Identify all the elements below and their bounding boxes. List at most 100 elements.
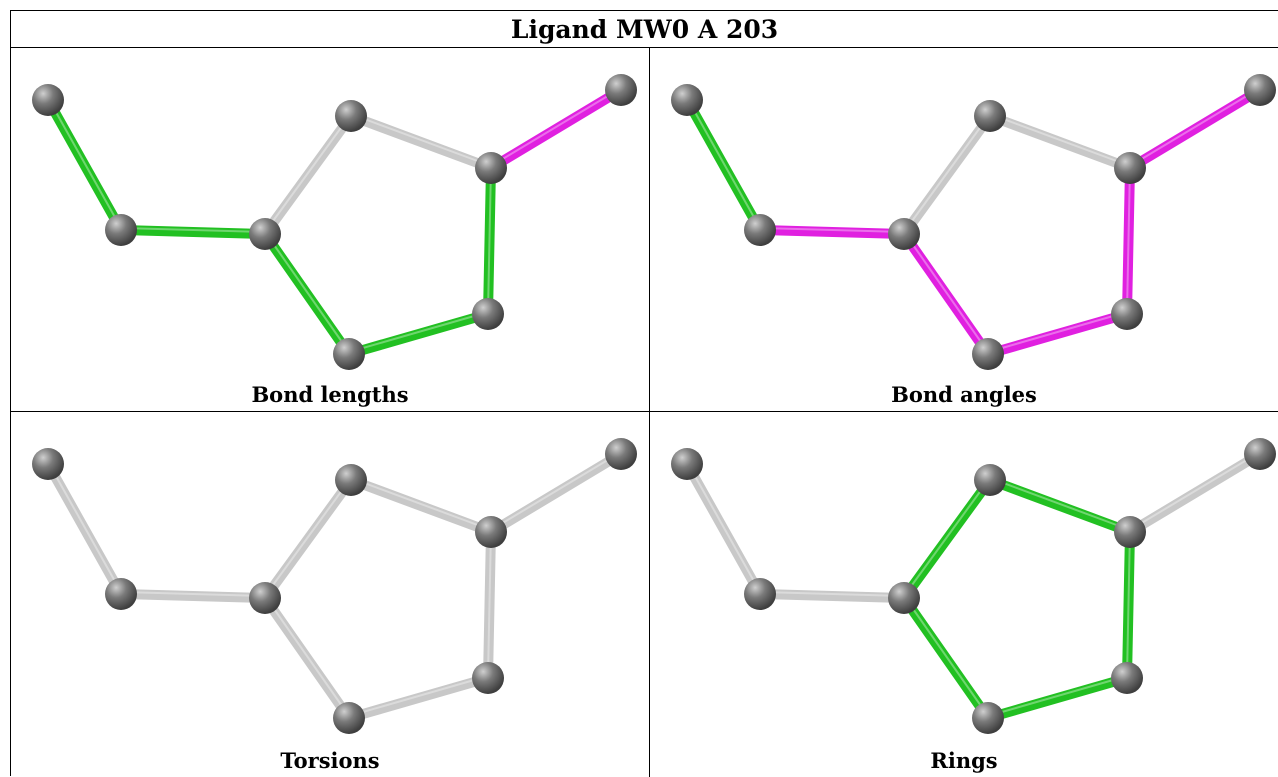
atom-0 [32, 84, 64, 116]
bond-highlight [1126, 529, 1131, 677]
bond-highlight [1126, 165, 1131, 313]
bond-1-2 [755, 225, 909, 239]
bond-1-2 [116, 589, 270, 603]
molecule-diagram [32, 74, 637, 370]
bond-highlight [759, 227, 905, 233]
bond-6-7 [344, 673, 493, 723]
atom-2 [249, 218, 281, 250]
bond-highlight [989, 113, 1131, 167]
bond-highlight [120, 591, 266, 597]
molecule-diagram [32, 438, 637, 734]
panel-caption: Bond angles [891, 382, 1037, 407]
atom-6 [1111, 298, 1143, 330]
bond-0-1 [682, 95, 765, 235]
bond-0-1 [682, 459, 765, 599]
bond-2-3 [899, 111, 995, 239]
bond-6-7 [983, 673, 1132, 723]
bond-highlight [903, 231, 989, 353]
atom-5 [1244, 74, 1276, 106]
panel-caption: Rings [930, 748, 998, 773]
bond-highlight [348, 675, 489, 717]
bond-highlight [264, 477, 352, 597]
bond-4-6 [483, 527, 496, 683]
bond-4-6 [1122, 163, 1135, 319]
bond-7-2 [260, 593, 354, 723]
panel-caption: Torsions [280, 748, 380, 773]
bond-0-1 [43, 459, 126, 599]
molecule-diagram [671, 74, 1276, 370]
atom-3 [974, 464, 1006, 496]
atom-1 [744, 578, 776, 610]
bond-highlight [264, 595, 350, 717]
atom-2 [888, 218, 920, 250]
bond-highlight [1129, 87, 1261, 167]
bond-1-2 [755, 589, 909, 603]
atom-1 [105, 578, 137, 610]
atom-7 [972, 702, 1004, 734]
bond-highlight [264, 231, 350, 353]
atom-7 [333, 702, 365, 734]
figure-title: Ligand MW0 A 203 [11, 11, 1278, 48]
bond-highlight [903, 113, 991, 233]
bond-3-4 [985, 475, 1135, 537]
atom-5 [1244, 438, 1276, 470]
molecule-diagram [671, 438, 1276, 734]
atom-3 [335, 464, 367, 496]
bond-3-4 [346, 475, 496, 537]
atom-6 [1111, 662, 1143, 694]
bond-4-5 [1125, 85, 1265, 173]
bond-2-3 [260, 111, 356, 239]
bond-highlight [47, 97, 122, 229]
panel-torsions: Torsions [11, 412, 650, 777]
bond-highlight [47, 461, 122, 593]
bond-highlight [487, 529, 492, 677]
atom-0 [32, 448, 64, 480]
atom-2 [249, 582, 281, 614]
bond-highlight [759, 591, 905, 597]
atom-4 [475, 152, 507, 184]
bond-6-7 [344, 309, 493, 359]
bond-4-6 [483, 163, 496, 319]
bond-4-6 [1122, 527, 1135, 683]
bond-highlight [989, 477, 1131, 531]
atom-7 [972, 338, 1004, 370]
bond-highlight [686, 461, 761, 593]
bond-highlight [903, 595, 989, 717]
bond-highlight [686, 97, 761, 229]
atom-4 [1114, 516, 1146, 548]
bond-7-2 [899, 229, 993, 359]
atom-3 [335, 100, 367, 132]
bond-highlight [490, 87, 622, 167]
bond-highlight [264, 113, 352, 233]
bond-highlight [120, 227, 266, 233]
atom-6 [472, 662, 504, 694]
atom-7 [333, 338, 365, 370]
atom-2 [888, 582, 920, 614]
bond-highlight [350, 113, 492, 167]
atom-1 [744, 214, 776, 246]
bond-7-2 [899, 593, 993, 723]
panel-rings: Rings [650, 412, 1278, 777]
bond-4-5 [1125, 449, 1265, 537]
atom-1 [105, 214, 137, 246]
bond-1-2 [116, 225, 270, 239]
atom-0 [671, 84, 703, 116]
bond-4-5 [486, 449, 626, 537]
panel-bond-angles: Bond angles [650, 48, 1278, 412]
bond-highlight [487, 165, 492, 313]
bond-highlight [490, 451, 622, 531]
bond-4-5 [486, 85, 626, 173]
bond-highlight [987, 675, 1128, 717]
bond-highlight [350, 477, 492, 531]
atom-0 [671, 448, 703, 480]
atom-3 [974, 100, 1006, 132]
atom-5 [605, 74, 637, 106]
atom-6 [472, 298, 504, 330]
bond-3-4 [346, 111, 496, 173]
panel-caption: Bond lengths [251, 382, 409, 407]
panel-bond-lengths: Bond lengths [11, 48, 650, 412]
bond-0-1 [43, 95, 126, 235]
bond-7-2 [260, 229, 354, 359]
bond-2-3 [899, 475, 995, 603]
bond-3-4 [985, 111, 1135, 173]
